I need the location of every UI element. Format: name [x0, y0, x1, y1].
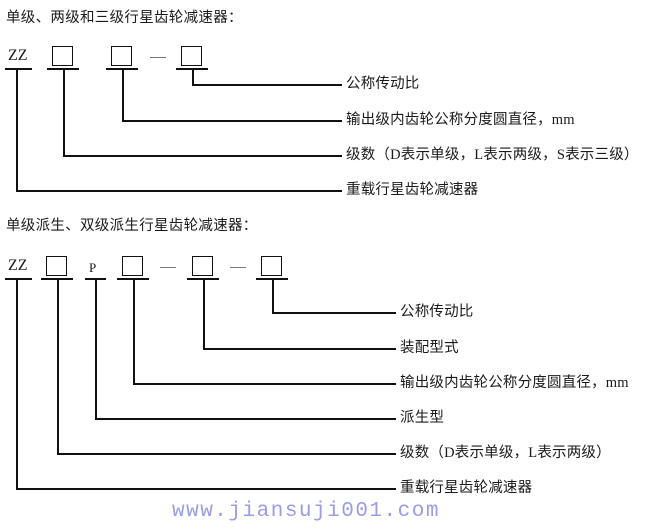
token-dash-1-d1	[150, 57, 166, 58]
leader-vline-derivative-d2	[95, 278, 97, 420]
token-box-stage-d2	[46, 256, 67, 276]
token-box-diameter-d2	[122, 256, 143, 276]
leader-hline-diameter-d1	[122, 120, 342, 122]
diagram-1-title: 单级、两级和三级行星齿轮减速器：	[6, 10, 243, 26]
token-p-d2: P	[89, 260, 97, 275]
label-derivative-d2: 派生型	[400, 410, 445, 426]
token-underbar-zz-d1	[5, 68, 32, 70]
leader-hline-derivative-d2	[95, 418, 396, 420]
leader-hline-ratio-d2	[272, 312, 396, 314]
token-zz-d2: ZZ	[8, 257, 28, 274]
diagram-2-title: 单级派生、双级派生行星齿轮减速器：	[6, 218, 258, 234]
leader-hline-stagecount-d2	[57, 453, 396, 455]
token-dash-1-d2	[160, 267, 176, 268]
leader-vline-assembly-d2	[203, 278, 205, 350]
leader-vline-stagecount-d2	[57, 278, 59, 455]
token-box-diameter-d1	[111, 46, 132, 66]
token-dash-2-d2	[230, 267, 246, 268]
token-box-ratio-d1	[181, 46, 202, 66]
token-underbar-zz-d2	[5, 278, 32, 280]
label-assembly-d2: 装配型式	[400, 340, 459, 356]
leader-vline-diameter-d1	[122, 68, 124, 122]
leader-hline-ratio-d1	[192, 84, 342, 86]
label-product-d2: 重载行星齿轮减速器	[400, 480, 533, 496]
leader-hline-product-d2	[16, 488, 396, 490]
label-ratio-d2: 公称传动比	[400, 304, 474, 320]
leader-hline-diameter-d2	[133, 383, 396, 385]
label-stagecount-d1: 级数（D表示单级，L表示两级，S表示三级）	[346, 147, 639, 163]
label-stagecount-d2: 级数（D表示单级，L表示两级）	[400, 445, 611, 461]
leader-vline-product-d2	[16, 278, 18, 490]
token-zz-d1: ZZ	[8, 47, 28, 64]
leader-vline-ratio-d2	[272, 278, 274, 314]
leader-vline-product-d1	[16, 68, 18, 192]
leader-vline-ratio-d1	[192, 68, 194, 86]
leader-hline-product-d1	[16, 190, 342, 192]
token-box-stage-d1	[52, 46, 73, 66]
token-box-assembly-d2	[192, 256, 213, 276]
label-product-d1: 重载行星齿轮减速器	[346, 182, 479, 198]
leader-hline-assembly-d2	[203, 348, 396, 350]
token-box-ratio-d2	[261, 256, 282, 276]
label-ratio-d1: 公称传动比	[346, 76, 420, 92]
label-diameter-d1: 输出级内齿轮公称分度圆直径，mm	[346, 112, 575, 128]
leader-hline-stagecount-d1	[63, 155, 342, 157]
label-diameter-d2: 输出级内齿轮公称分度圆直径，mm	[400, 375, 629, 391]
leader-vline-stagecount-d1	[63, 68, 65, 157]
watermark-text: www.jiansuji001.com	[172, 500, 440, 523]
leader-vline-diameter-d2	[133, 278, 135, 385]
